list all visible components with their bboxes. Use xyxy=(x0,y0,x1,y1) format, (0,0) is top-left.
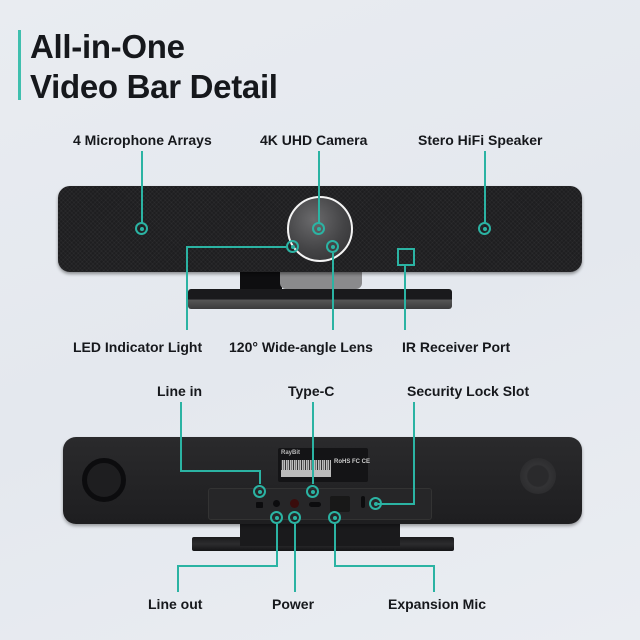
label-ir-receiver: IR Receiver Port xyxy=(402,339,511,355)
callout-dot-camera xyxy=(312,222,325,235)
callout-line-ir xyxy=(404,266,406,330)
callout-line-exp-v2 xyxy=(433,565,435,592)
callout-line-exp-h xyxy=(334,565,435,567)
callout-line-wide-angle xyxy=(332,253,334,330)
line-out-port xyxy=(273,500,280,507)
label-line-in: Line in xyxy=(157,383,203,399)
callout-line-line-in-v2 xyxy=(259,470,261,484)
callout-box-ir xyxy=(397,248,415,266)
callout-line-led-h xyxy=(186,246,286,248)
callout-dot-led xyxy=(286,240,299,253)
callout-dot-power xyxy=(288,511,301,524)
label-power: Power xyxy=(272,596,315,612)
callout-line-type-c xyxy=(312,402,314,484)
callout-line-camera xyxy=(318,151,320,224)
callout-line-lock-v xyxy=(413,402,415,505)
callout-line-line-in-v xyxy=(180,402,182,472)
callout-line-mic xyxy=(141,151,143,224)
label-line-out: Line out xyxy=(148,596,203,612)
line-in-port xyxy=(256,502,263,508)
right-end-cap xyxy=(520,458,556,494)
label-led-indicator: LED Indicator Light xyxy=(73,339,203,355)
label-type-c: Type-C xyxy=(288,383,335,399)
security-lock-slot xyxy=(361,496,365,508)
label-hifi-speaker: Stero HiFi Speaker xyxy=(418,132,543,148)
title-accent-bar xyxy=(18,30,21,100)
left-end-cap xyxy=(82,458,126,502)
callout-dot-mic xyxy=(135,222,148,235)
label-microphone-arrays: 4 Microphone Arrays xyxy=(73,132,212,148)
back-stand-neck xyxy=(240,524,400,546)
callout-dot-line-in xyxy=(253,485,266,498)
front-stand-base xyxy=(188,289,452,309)
callout-line-led-v xyxy=(186,246,188,330)
page-title-line1: All-in-One xyxy=(30,28,185,65)
callout-line-power xyxy=(294,524,296,592)
callout-line-speaker xyxy=(484,151,486,224)
callout-dot-lock xyxy=(369,497,382,510)
power-port xyxy=(290,499,299,508)
callout-line-line-out-v2 xyxy=(177,565,179,592)
callout-dot-type-c xyxy=(306,485,319,498)
callout-dot-wide-angle xyxy=(326,240,339,253)
expansion-mic-port xyxy=(330,496,350,512)
callout-dot-line-out xyxy=(270,511,283,524)
callout-dot-speaker xyxy=(478,222,491,235)
front-stand-neck-shadow xyxy=(240,272,282,289)
callout-dot-expansion-mic xyxy=(328,511,341,524)
rating-label-barcode xyxy=(281,460,331,477)
callout-line-line-in-h xyxy=(180,470,260,472)
rating-label-brand: RayBit xyxy=(281,450,301,456)
callout-line-line-out-h xyxy=(177,565,278,567)
callout-line-line-out-v xyxy=(276,524,278,566)
front-stand-neck xyxy=(280,272,362,289)
label-security-lock: Security Lock Slot xyxy=(407,383,530,399)
page-title-line2: Video Bar Detail xyxy=(30,68,278,105)
callout-line-exp-v xyxy=(334,524,336,566)
callout-line-lock-h xyxy=(378,503,415,505)
rating-label-certifications: RoHS FC CE xyxy=(334,459,370,465)
label-wide-angle-lens: 120° Wide-angle Lens xyxy=(229,339,373,355)
label-4k-camera: 4K UHD Camera xyxy=(260,132,368,148)
type-c-port xyxy=(309,502,321,507)
label-expansion-mic: Expansion Mic xyxy=(388,596,487,612)
